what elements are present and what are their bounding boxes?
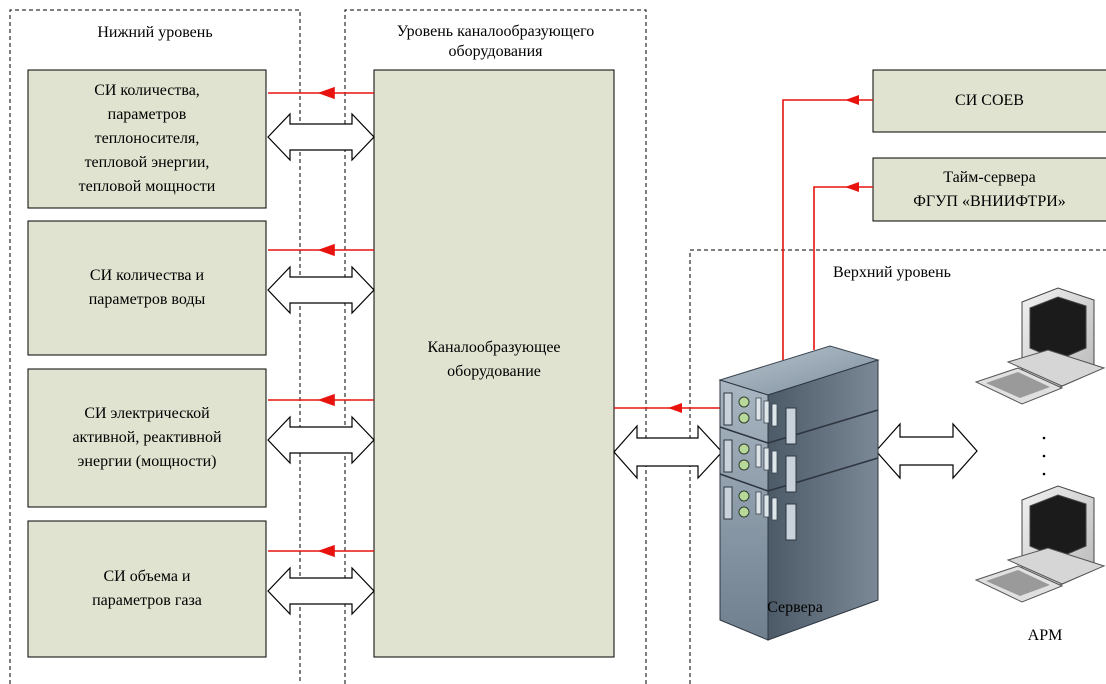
device-box-gas	[27, 520, 267, 658]
workstation-icon	[974, 485, 1106, 603]
timeserver-label: Тайм-сервера ФГУП «ВНИИФТРИ»	[913, 168, 1066, 210]
zone-channel-label: Уровень каналообразующего оборудования	[396, 23, 595, 60]
zone-upper-label: Верхний уровень	[833, 264, 951, 281]
zone-channel-border	[344, 9, 647, 684]
ellipsis-dots	[1042, 436, 1046, 476]
device-label-gas: СИ объема и параметров газа	[92, 568, 202, 609]
device-label-electric: СИ электрической активной, реактивной эн…	[72, 405, 222, 470]
zone-lower-label: Нижний уровень	[97, 24, 213, 41]
soev-box	[872, 69, 1106, 133]
device-label-water: СИ количества и параметров воды	[88, 267, 206, 308]
zone-upper-border	[689, 249, 1106, 684]
device-box-heat	[27, 69, 267, 209]
device-box-electric	[27, 368, 267, 508]
arm-label: АРМ	[1027, 627, 1063, 644]
device-label-heat: СИ количества, параметров теплоносителя,…	[78, 82, 216, 195]
zone-lower-border	[9, 9, 301, 684]
channel-equipment-label: Каналообразующее оборудование	[427, 339, 561, 380]
server-rack-icon	[718, 345, 880, 641]
soev-label: СИ СОЕВ	[955, 92, 1024, 109]
workstation-icon	[974, 287, 1106, 405]
servers-label: Сервера	[767, 599, 823, 616]
sync-arrows-devices	[268, 86, 374, 558]
data-arrows	[267, 112, 978, 616]
timeserver-box	[872, 157, 1106, 222]
channel-equipment-box	[373, 69, 615, 658]
device-box-water	[27, 220, 267, 356]
